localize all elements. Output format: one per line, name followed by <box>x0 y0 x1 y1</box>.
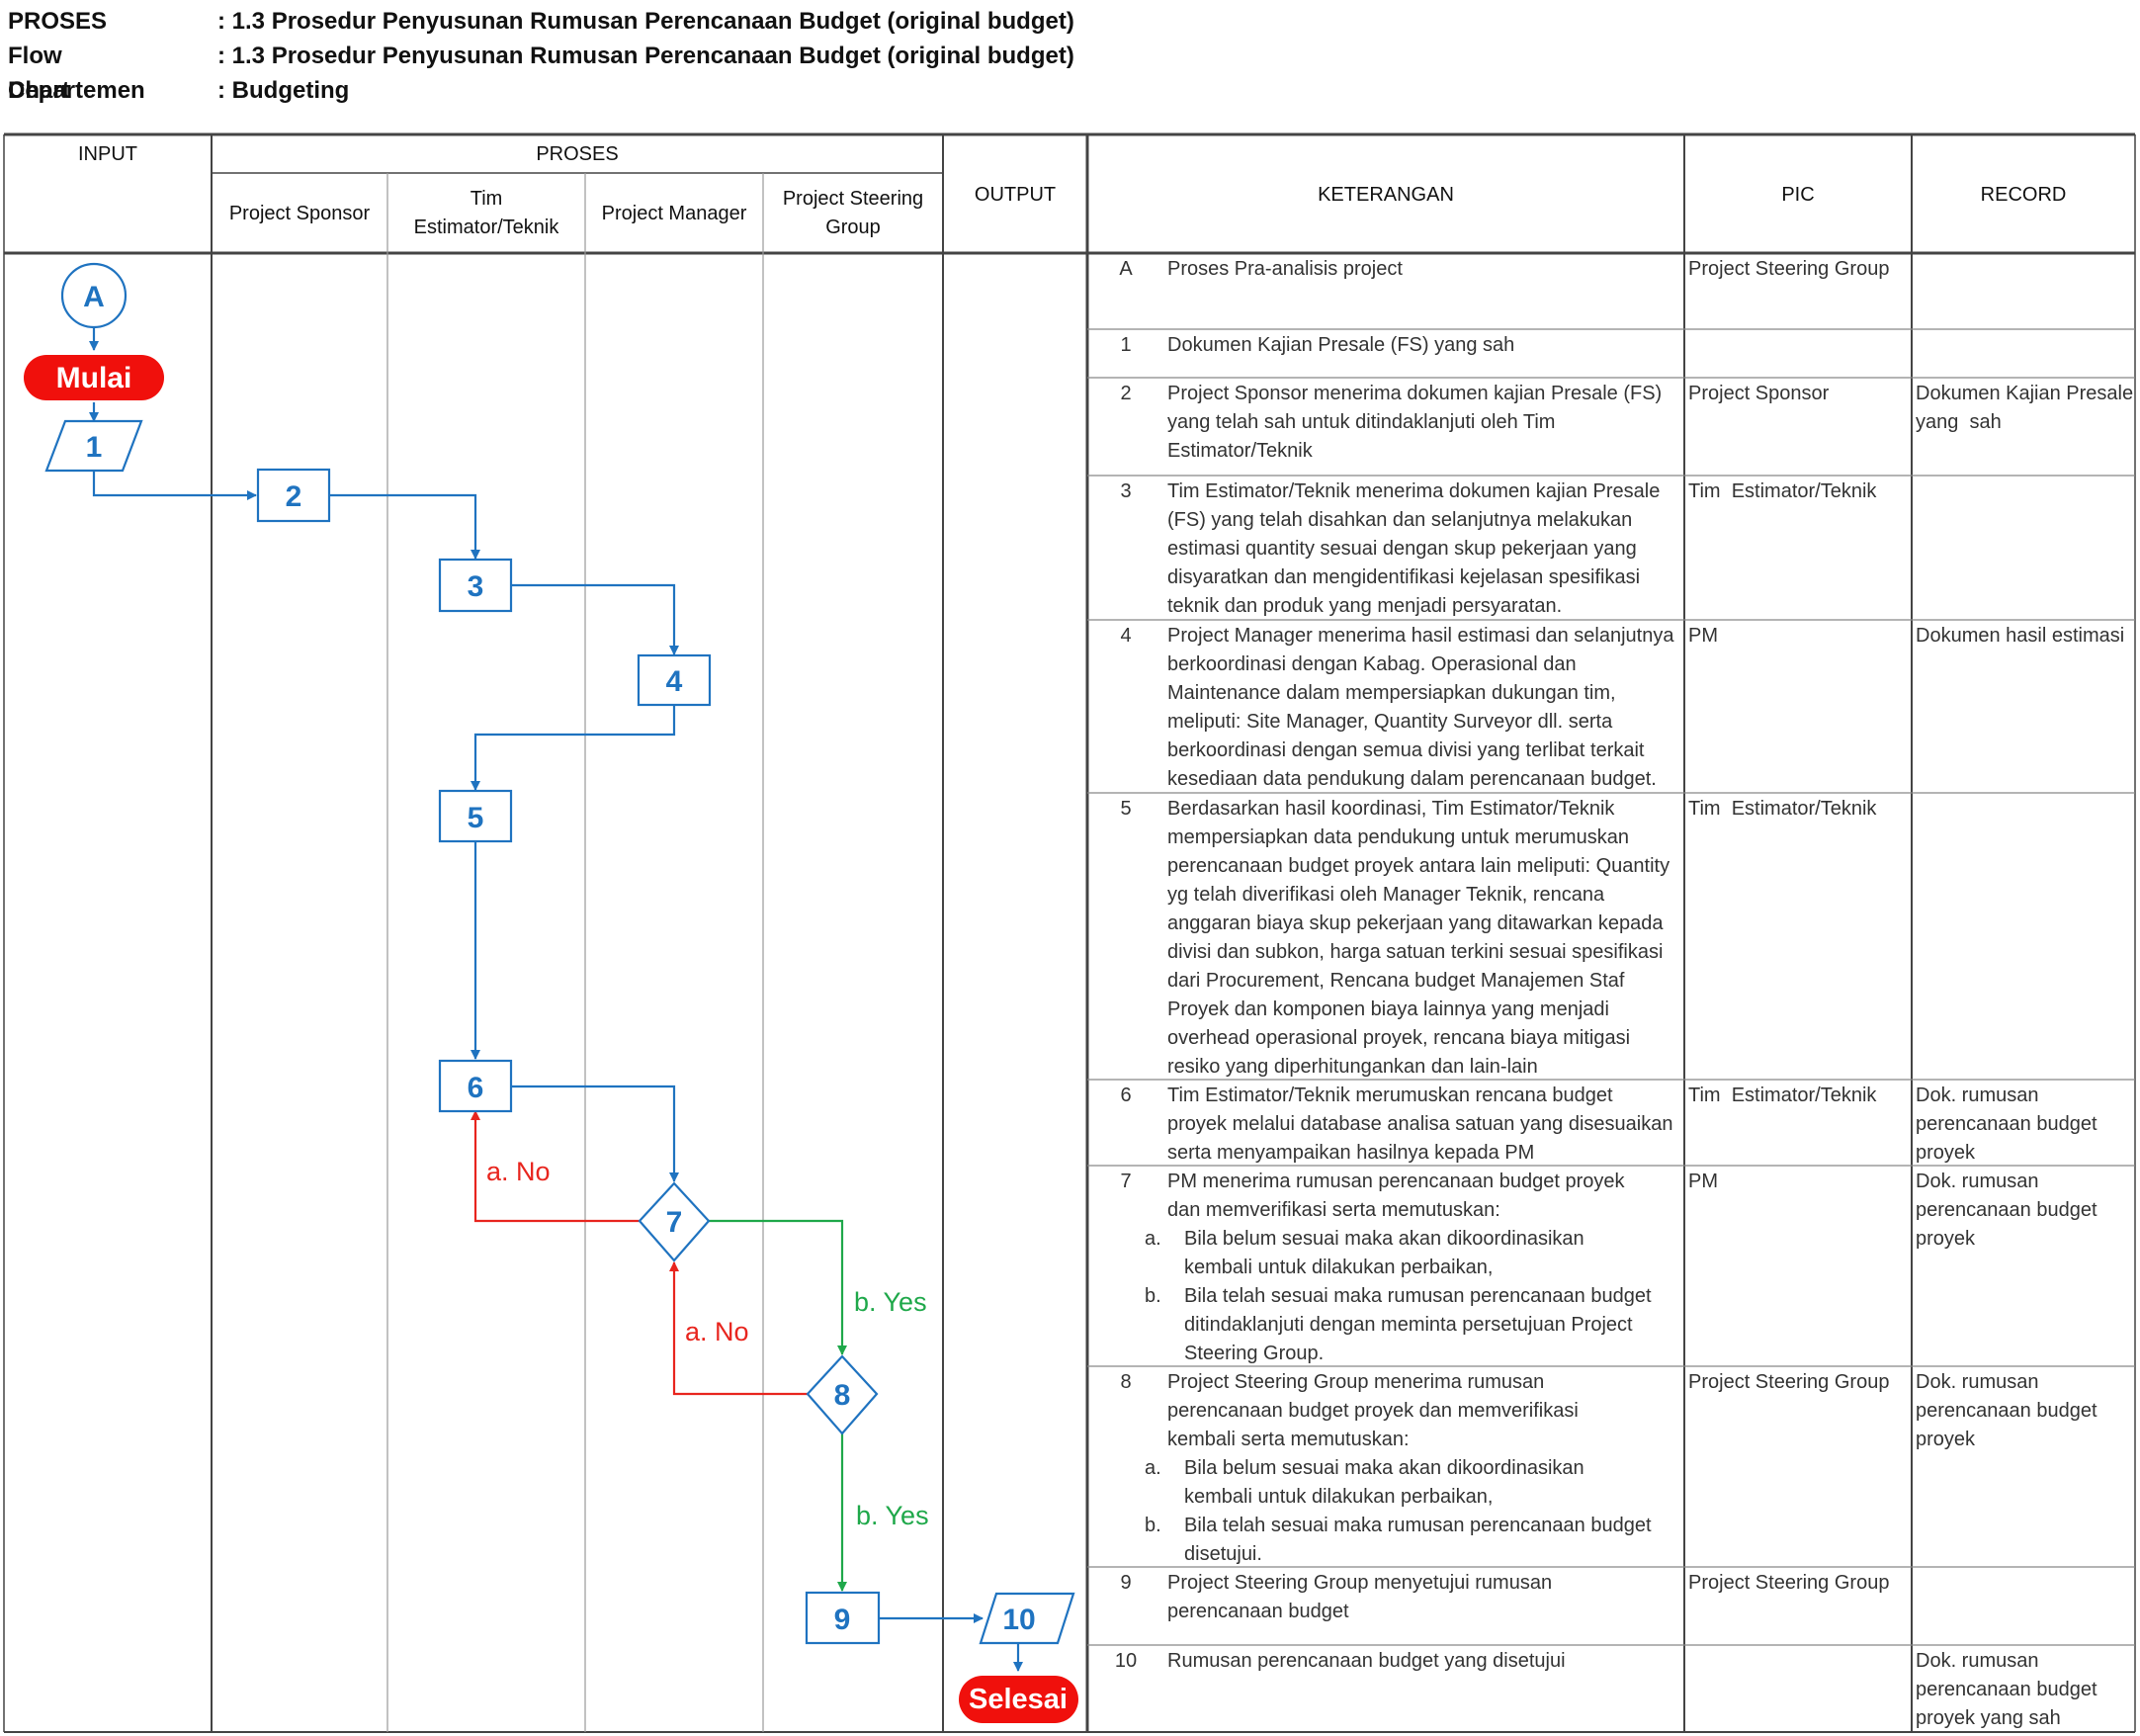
process-9-node <box>805 1591 881 1645</box>
row-sub-text: Bila telah sesuai maka rumusan perencana… <box>1184 1285 1652 1364</box>
row-sub-mark: a. <box>1145 1457 1161 1479</box>
col-header-project-steering-group: Project Steering Group <box>782 188 924 238</box>
row-description: Project Steering Group menyetujui rumusa… <box>1167 1572 1553 1622</box>
row-number: 10 <box>1114 1650 1138 1672</box>
connector-a-label: A <box>83 281 105 313</box>
process-6-node <box>438 1059 513 1113</box>
row-record: Dokumen hasil estimasi <box>1916 625 2125 647</box>
row-sub-text: Bila telah sesuai maka rumusan perencana… <box>1184 1515 1652 1565</box>
edge-label-yes-7-8: b. Yes <box>854 1287 927 1317</box>
input-1-node <box>44 419 143 473</box>
header-value: : Budgeting <box>217 77 350 104</box>
col-header-proses: PROSES <box>536 143 619 165</box>
header-label: PROSES <box>8 8 108 35</box>
col-header-tim-estimator: Tim Estimator/Teknik <box>413 188 559 238</box>
row-description: Berdasarkan hasil koordinasi, Tim Estima… <box>1167 798 1670 1078</box>
header-label: Departemen <box>8 77 145 104</box>
col-header-project-sponsor: Project Sponsor <box>228 202 371 224</box>
row-pic: PM <box>1688 625 1718 647</box>
process-9-label: 9 <box>834 1604 851 1636</box>
header-value: : 1.3 Prosedur Penyusunan Rumusan Perenc… <box>217 43 1074 69</box>
connector-a-node <box>60 262 128 329</box>
end-terminator <box>959 1676 1078 1723</box>
row-number: 2 <box>1120 383 1132 404</box>
row-number: A <box>1119 258 1133 280</box>
row-description: Dokumen Kajian Presale (FS) yang sah <box>1167 334 1515 356</box>
output-10-node <box>979 1592 1075 1645</box>
decision-8-node <box>806 1354 879 1435</box>
process-5-node <box>438 789 513 843</box>
edge-label-no-8-7: a. No <box>685 1317 749 1346</box>
col-header-keterangan: KETERANGAN <box>1318 183 1454 206</box>
process-4-label: 4 <box>666 665 683 698</box>
header-label: Flow Chart <box>8 43 70 104</box>
row-sub-mark: a. <box>1145 1228 1161 1250</box>
row-record: Dokumen Kajian Presale yang sah <box>1916 383 2134 433</box>
row-description: Tim Estimator/Teknik merumuskan rencana … <box>1167 1085 1673 1164</box>
row-record: Dok. rumusan perencanaan budget proyek <box>1916 1085 2097 1164</box>
input-1-label: 1 <box>86 431 103 464</box>
row-pic: Project Steering Group <box>1688 1572 1890 1594</box>
row-description: PM menerima rumusan perencanaan budget p… <box>1167 1171 1625 1221</box>
row-pic: Tim Estimator/Teknik <box>1688 798 1877 820</box>
row-sub-text: Bila belum sesuai maka akan dikoordinasi… <box>1184 1457 1584 1508</box>
row-sub-mark: b. <box>1145 1285 1161 1307</box>
end-label: Selesai <box>969 1684 1068 1715</box>
col-header-input: INPUT <box>78 143 137 165</box>
row-description: Project Sponsor menerima dokumen kajian … <box>1167 383 1663 462</box>
row-pic: Tim Estimator/Teknik <box>1688 480 1877 502</box>
row-description: Tim Estimator/Teknik menerima dokumen ka… <box>1167 480 1661 617</box>
row-description: Project Manager menerima hasil estimasi … <box>1167 625 1674 790</box>
row-number: 9 <box>1120 1572 1132 1594</box>
row-number: 7 <box>1120 1171 1132 1192</box>
row-pic: Project Sponsor <box>1688 383 1830 404</box>
process-2-label: 2 <box>286 480 302 513</box>
row-description: Rumusan perencanaan budget yang disetuju… <box>1167 1650 1566 1672</box>
col-header-record: RECORD <box>1980 183 2067 206</box>
edge-label-no-7-6: a. No <box>486 1157 551 1186</box>
col-header-pic: PIC <box>1781 183 1815 206</box>
header-value: : 1.3 Prosedur Penyusunan Rumusan Perenc… <box>217 8 1074 35</box>
process-5-label: 5 <box>468 802 484 834</box>
row-sub-mark: b. <box>1145 1515 1161 1536</box>
row-record: Dok. rumusan perencanaan budget proyek <box>1916 1371 2097 1450</box>
process-6-label: 6 <box>468 1072 484 1104</box>
decision-8-label: 8 <box>834 1379 851 1412</box>
row-description: Project Steering Group menerima rumusan … <box>1167 1371 1579 1450</box>
decision-7-label: 7 <box>666 1206 683 1239</box>
row-number: 5 <box>1120 798 1132 820</box>
row-number: 1 <box>1120 334 1132 356</box>
process-2-node <box>256 468 331 523</box>
row-record: Dok. rumusan perencanaan budget proyek <box>1916 1171 2097 1250</box>
start-label: Mulai <box>56 362 132 394</box>
row-number: 6 <box>1120 1085 1132 1106</box>
row-number: 3 <box>1120 480 1132 502</box>
row-number: 8 <box>1120 1371 1132 1393</box>
row-pic: Tim Estimator/Teknik <box>1688 1085 1877 1106</box>
decision-7-node <box>638 1181 711 1262</box>
row-description: Proses Pra-analisis project <box>1167 258 1403 280</box>
edge-label-yes-8-9: b. Yes <box>856 1501 929 1530</box>
col-header-project-manager: Project Manager <box>601 202 747 224</box>
process-3-node <box>438 558 513 613</box>
row-sub-text: Bila belum sesuai maka akan dikoordinasi… <box>1184 1228 1584 1278</box>
row-record: Dok. rumusan perencanaan budget proyek y… <box>1916 1650 2097 1729</box>
output-10-label: 10 <box>1002 1604 1035 1636</box>
row-number: 4 <box>1120 625 1132 647</box>
process-4-node <box>637 653 712 707</box>
row-pic: PM <box>1688 1171 1718 1192</box>
col-header-output: OUTPUT <box>974 183 1057 206</box>
row-pic: Project Steering Group <box>1688 1371 1890 1393</box>
process-3-label: 3 <box>468 570 484 603</box>
start-terminator <box>24 355 164 400</box>
row-pic: Project Steering Group <box>1688 258 1890 280</box>
